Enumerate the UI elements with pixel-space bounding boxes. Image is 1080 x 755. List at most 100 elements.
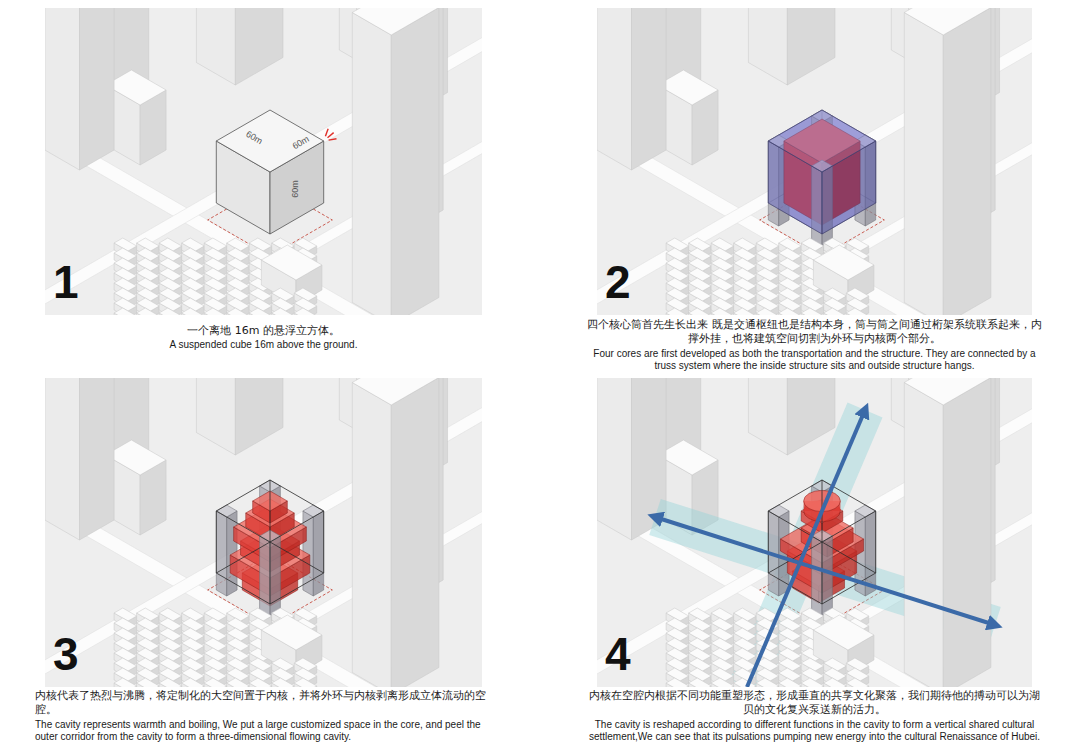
frame-edge xyxy=(822,511,876,542)
city-block xyxy=(391,378,439,687)
city-block xyxy=(779,668,802,681)
city-block xyxy=(756,308,779,315)
city-block xyxy=(689,308,712,315)
city-block xyxy=(182,648,205,661)
city-block xyxy=(114,628,137,641)
city-block xyxy=(159,268,182,281)
corner-mark xyxy=(328,133,334,138)
city-block xyxy=(734,268,757,281)
city-block xyxy=(824,298,847,311)
city-block xyxy=(689,268,712,281)
city-block xyxy=(196,378,235,455)
city-block xyxy=(159,668,182,681)
city-block xyxy=(204,678,227,687)
city-block xyxy=(779,258,802,271)
city-block xyxy=(294,238,317,251)
city-block xyxy=(689,638,712,651)
city-block xyxy=(352,383,391,688)
city-block xyxy=(114,288,137,301)
city-block xyxy=(813,245,874,280)
city-block xyxy=(666,278,689,291)
city-block xyxy=(182,638,205,651)
city-block xyxy=(227,628,250,641)
city-block xyxy=(294,678,317,687)
city-block xyxy=(689,678,712,687)
city-block xyxy=(204,298,227,311)
city-block xyxy=(114,238,137,251)
city-block xyxy=(196,8,235,85)
city-block xyxy=(235,378,283,455)
flow-arrow xyxy=(747,410,865,687)
city-block xyxy=(137,618,160,631)
city-block xyxy=(227,308,250,315)
city-block xyxy=(689,248,712,261)
city-block xyxy=(114,258,137,271)
city-block xyxy=(294,308,317,315)
city-block xyxy=(272,678,295,687)
city-block xyxy=(711,308,734,315)
city-block xyxy=(114,268,137,281)
city-block xyxy=(711,668,734,681)
flow-arrow xyxy=(655,517,995,625)
city-block xyxy=(227,638,250,651)
city-block xyxy=(249,658,272,671)
frame-edge xyxy=(768,480,822,511)
city-block xyxy=(801,678,824,687)
city-block xyxy=(182,668,205,681)
city-block xyxy=(734,298,757,311)
city-block xyxy=(824,668,847,681)
frame-edge xyxy=(822,542,876,573)
city-block xyxy=(711,238,734,251)
core-tube xyxy=(313,511,323,596)
city-block xyxy=(159,648,182,661)
city-block xyxy=(182,298,205,311)
city-block xyxy=(904,8,991,35)
city-block xyxy=(657,440,718,475)
city-block xyxy=(272,288,295,301)
city-block xyxy=(114,248,137,261)
city-block xyxy=(294,288,317,301)
city-block xyxy=(159,628,182,641)
city-block xyxy=(204,258,227,271)
caption-block: 四个核心筒首先生长出来 既是交通枢纽也是结构本身，筒与筒之间通过桁架系统联系起来… xyxy=(587,318,1042,373)
city-block xyxy=(227,238,250,251)
frame-edge xyxy=(270,573,324,604)
city-block xyxy=(114,618,137,631)
city-block xyxy=(756,268,779,281)
city-block xyxy=(801,298,824,311)
city-block xyxy=(114,668,137,681)
frame-edge xyxy=(216,573,270,604)
city-block xyxy=(204,638,227,651)
city-block xyxy=(666,248,689,261)
city-block xyxy=(756,278,779,291)
city-block xyxy=(666,238,689,251)
caption-english: The cavity is reshaped according to diff… xyxy=(587,719,1042,744)
frame-edge xyxy=(216,511,270,542)
city-block xyxy=(779,658,802,671)
city-block xyxy=(779,678,802,687)
city-block xyxy=(756,298,779,311)
city-block xyxy=(182,678,205,687)
city-block xyxy=(227,258,250,271)
city-block xyxy=(159,278,182,291)
city-block xyxy=(779,298,802,311)
city-block xyxy=(689,258,712,271)
city-block xyxy=(779,648,802,661)
frame-edge xyxy=(270,480,271,542)
city-block xyxy=(137,268,160,281)
core-tube xyxy=(822,536,832,621)
city-block xyxy=(666,628,689,641)
city-block xyxy=(182,628,205,641)
city-block xyxy=(904,13,943,316)
step-number: 3 xyxy=(53,631,79,677)
city-block xyxy=(597,8,631,170)
city-block xyxy=(597,378,631,540)
caption-chinese: 内核代表了热烈与沸腾，将定制化的大空间置于内核，并将外环与内核剥离形成立体流动的… xyxy=(35,689,492,718)
step-panel: 3内核代表了热烈与沸腾，将定制化的大空间置于内核，并将外环与内核剥离形成立体流动… xyxy=(45,378,482,744)
city-block xyxy=(114,638,137,651)
city-block xyxy=(204,308,227,315)
city-block xyxy=(943,378,991,687)
city-block xyxy=(137,658,160,671)
core-tube xyxy=(216,511,226,596)
corner-mark xyxy=(329,139,337,140)
